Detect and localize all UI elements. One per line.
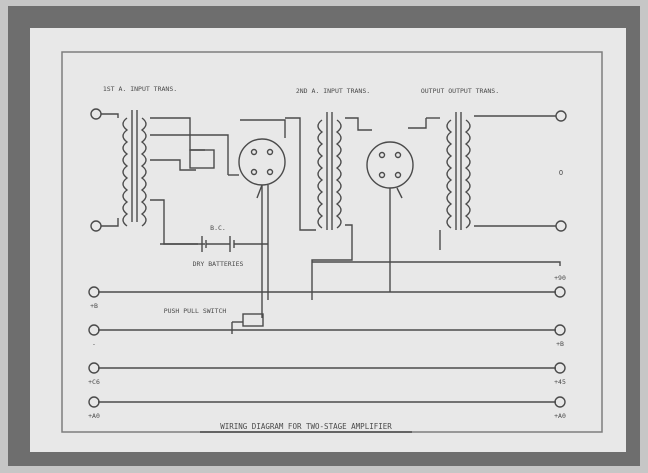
input-transformer-label: 1ST A. INPUT TRANS. [103,85,177,93]
right-terminal-4 [554,396,566,408]
right-terminal-2 [554,324,566,336]
output-terminal-top [555,110,567,122]
rheostat [189,149,215,169]
switch-label: PUSH PULL SWITCH [164,307,227,315]
right-terminal-label-3: +45 [554,378,566,386]
paper-sheet [30,28,626,452]
output-mark: O [559,169,563,177]
right-terminal-label-4: +A0 [554,412,566,420]
left-terminal-3 [88,362,100,374]
push-pull-switch [242,313,264,327]
battery-cells-label: B.C. [210,224,226,232]
right-terminal-1 [554,286,566,298]
left-terminal-label-3: +C6 [88,378,100,386]
schematic-wiring [88,108,567,433]
left-terminal-4 [88,396,100,408]
battery-label: DRY BATTERIES [193,260,244,268]
left-terminal-1 [88,286,100,298]
right-terminal-3 [554,362,566,374]
output-terminal-bottom [555,220,567,232]
output-transformer [446,112,471,230]
left-terminal-label-1: +B [90,302,98,310]
left-terminal-2 [88,324,100,336]
right-terminal-label-2: +B [556,340,564,348]
diagram-title: WIRING DIAGRAM FOR TWO-STAGE AMPLIFIER [220,422,392,431]
output-transformer-label: OUTPUT OUTPUT TRANS. [421,87,499,95]
interstage-transformer-label: 2ND A. INPUT TRANS. [296,87,370,95]
left-terminal-label-4: +A0 [88,412,100,420]
right-terminal-label-1: +90 [554,274,566,282]
input-transformer [122,110,147,227]
left-terminal-label-2: - [92,340,96,348]
interstage-transformer [317,112,342,230]
